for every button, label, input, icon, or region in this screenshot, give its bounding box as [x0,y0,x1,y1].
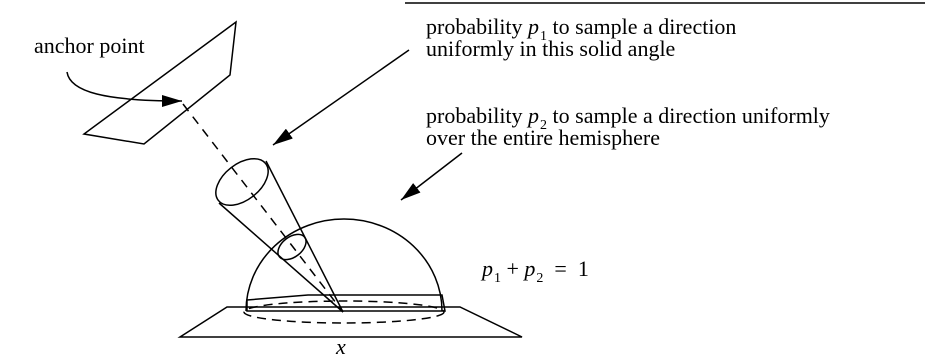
anchor-to-x-line [182,103,344,313]
sum-equation: p1 + p2 = 1 [482,256,589,287]
ground-plane [177,306,523,338]
p1-label-arrow [272,49,410,146]
p2-label-line2: over the entire hemisphere [426,125,660,150]
anchor-light-panel [82,20,237,145]
anchor-point-label: anchor point [34,33,145,58]
p1-label-line1: probability p1 to sample a direction [426,14,737,45]
anchor-label-arrow [66,71,183,107]
p2-label-line1: probability p2 to sample a direction uni… [426,103,830,134]
hemisphere-dome [245,218,443,312]
hemisphere-base [243,300,445,324]
point-x-label: x [336,334,346,359]
solid-angle-cone [215,157,344,313]
hemisphere-base-rim [246,294,446,312]
p2-label-arrow [400,152,463,201]
p1-label-line2: uniformly in this solid angle [426,36,676,61]
